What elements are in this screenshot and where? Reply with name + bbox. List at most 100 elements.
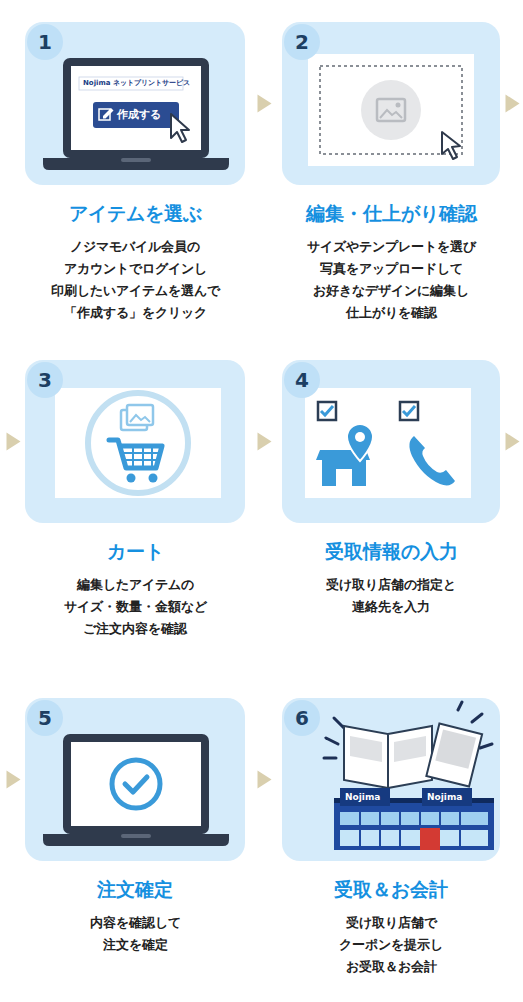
- illustration-path: [43, 834, 229, 846]
- illustration-path: [123, 446, 159, 468]
- illustration-circle: [355, 432, 365, 442]
- step-heading: 編集・仕上がり確認: [282, 202, 500, 224]
- step-node: 6 受取＆お会計受け取り店舗で クーポンを提示し お受取＆お会計: [282, 698, 500, 978]
- illustration-path: [360, 812, 460, 846]
- step-node: 4 受取情報の入力受け取り店舗の指定と 連絡先を入力: [282, 360, 500, 618]
- illustration-path: [347, 424, 373, 461]
- flow-arrowhead: [506, 433, 520, 451]
- illustration-circle: [112, 760, 160, 808]
- illustration-path: [130, 415, 150, 422]
- illustration-rect: [422, 788, 472, 806]
- illustration-label: Nojima: [345, 793, 380, 802]
- illustration-path: [442, 132, 460, 159]
- illustration-rect: [377, 99, 405, 121]
- illustration-rect: [334, 802, 494, 850]
- illustration-rect: [63, 58, 209, 158]
- illustration-rect: [93, 102, 179, 128]
- illustration-rect: [71, 742, 201, 826]
- illustration-path: [472, 714, 482, 722]
- step-node: 2 編集・仕上がり確認サイズやテンプレートを選び 写真をアップロードして お好きな…: [282, 22, 500, 324]
- illustration-path: [326, 738, 338, 744]
- illustration-path: [43, 158, 229, 170]
- illustration-circle: [396, 103, 401, 108]
- illustration-rect: [322, 460, 366, 486]
- illustration-path: [171, 114, 189, 142]
- illustration-circle: [361, 80, 421, 140]
- illustration-label: Nojima ネットプリントサービス: [83, 80, 190, 87]
- illustration-rect: [308, 54, 474, 166]
- illustration-rect: [127, 405, 153, 425]
- flow-arrowhead: [7, 771, 21, 789]
- step-description: サイズやテンプレートを選び 写真をアップロードして お好きなデザインに編集し 仕…: [296, 236, 486, 324]
- illustration-path: [321, 406, 333, 415]
- illustration-label: Nojima: [427, 793, 462, 802]
- illustration-rect: [340, 788, 390, 806]
- illustration-rect: [121, 158, 151, 162]
- flow-arrowhead: [258, 433, 272, 451]
- step-panel: 6: [282, 698, 500, 861]
- illustration-rect: [426, 724, 482, 787]
- step-number: 3: [27, 362, 63, 398]
- step-number: 2: [284, 24, 320, 60]
- illustration-path: [388, 726, 432, 788]
- illustration-rect: [400, 402, 418, 420]
- flow-arrowhead: [258, 771, 272, 789]
- step-node: 1 アイテムを選ぶノジマモバイル会員の アカウントでログインし 印刷したいアイテム…: [25, 22, 245, 324]
- illustration-rect: [63, 734, 209, 834]
- illustration-rect: [121, 834, 151, 838]
- step-panel: 2: [282, 22, 500, 185]
- illustration-path: [403, 406, 415, 415]
- illustration-rect: [71, 66, 201, 150]
- step-description: 内容を確認して 注文を確定: [80, 912, 190, 956]
- step-description: ノジマモバイル会員の アカウントでログインし 印刷したいアイテムを選んで 「作成…: [35, 236, 235, 324]
- flow-connector: [258, 771, 272, 789]
- flow-connector: [258, 433, 272, 451]
- step-heading: アイテムを選ぶ: [25, 202, 245, 224]
- illustration-label: 作成する: [117, 109, 161, 120]
- illustration-rect: [336, 469, 352, 486]
- illustration-rect: [420, 828, 440, 850]
- illustration-path: [324, 757, 336, 760]
- step-panel: 5: [25, 698, 245, 861]
- illustration-g: [426, 724, 482, 787]
- illustration-rect: [55, 388, 221, 498]
- illustration-path: [344, 726, 388, 788]
- illustration-rect: [435, 730, 476, 769]
- illustration-path: [409, 436, 455, 485]
- illustration-rect: [340, 812, 488, 825]
- illustration-rect: [318, 402, 336, 420]
- flow-arrowhead: [506, 95, 520, 113]
- illustration-path: [458, 702, 462, 710]
- step-heading: カート: [25, 540, 245, 562]
- illustration-path: [125, 777, 147, 792]
- step-number: 6: [284, 700, 320, 736]
- step-heading: 受取＆お会計: [282, 878, 500, 900]
- flow-arrowhead: [7, 433, 21, 451]
- illustration-circle: [88, 393, 188, 493]
- step-number: 4: [284, 362, 320, 398]
- step-panel: 1: [25, 22, 245, 185]
- illustration-path: [380, 110, 402, 118]
- flow-connector: [258, 95, 272, 113]
- illustration-path: [334, 718, 344, 728]
- illustration-path: [109, 440, 162, 468]
- flow-arrowhead: [258, 95, 272, 113]
- step-heading: 注文確定: [25, 878, 245, 900]
- illustration-path: [480, 744, 492, 748]
- illustration-rect: [340, 830, 488, 846]
- step-number: 5: [27, 700, 63, 736]
- illustration-path: [103, 108, 114, 119]
- step-heading: 受取情報の入力: [282, 540, 500, 562]
- illustration-rect: [320, 66, 462, 154]
- step-node: 5 注文確定内容を確認して 注文を確定: [25, 698, 245, 956]
- step-description: 受け取り店舗で クーポンを提示し お受取＆お会計: [331, 912, 451, 978]
- step-node: 3 カート編集したアイテムの サイズ・数量・金額など ご注文内容を確認: [25, 360, 245, 640]
- step-description: 編集したアイテムの サイズ・数量・金額など ご注文内容を確認: [55, 574, 215, 640]
- illustration-circle: [149, 474, 158, 483]
- step-description: 受け取り店舗の指定と 連絡先を入力: [316, 574, 466, 618]
- illustration-circle: [127, 474, 136, 483]
- illustration-path: [350, 736, 382, 762]
- illustration-rect: [305, 388, 471, 498]
- illustration-path: [394, 736, 426, 762]
- step-panel: 4: [282, 360, 500, 523]
